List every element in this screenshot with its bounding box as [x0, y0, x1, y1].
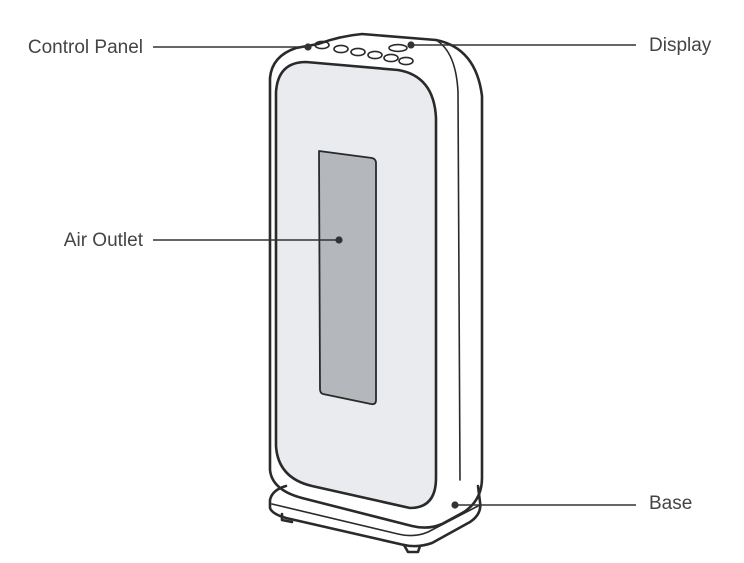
- label-display: Display: [649, 35, 712, 56]
- callout-air-outlet: Air Outlet: [64, 230, 343, 251]
- marker-air-outlet: [335, 236, 343, 244]
- label-air-outlet: Air Outlet: [64, 230, 144, 251]
- control-button-4: [367, 50, 383, 60]
- display-window: [388, 43, 408, 53]
- label-base: Base: [649, 493, 692, 514]
- control-button-6: [398, 56, 414, 66]
- marker-display: [407, 41, 415, 49]
- callout-base: Base: [451, 493, 692, 514]
- control-button-2: [333, 44, 349, 54]
- control-button-3: [350, 47, 366, 57]
- marker-base: [451, 501, 459, 509]
- air-outlet-grille: [318, 150, 377, 406]
- callout-display: Display: [407, 35, 712, 56]
- heater-body: [268, 32, 484, 529]
- marker-control-panel: [304, 43, 312, 51]
- control-button-1: [314, 40, 330, 50]
- label-control-panel: Control Panel: [28, 37, 143, 58]
- control-panel-buttons: [314, 40, 414, 66]
- control-button-5: [383, 53, 399, 63]
- heater-base: [268, 484, 482, 554]
- callout-control-panel: Control Panel: [28, 37, 312, 58]
